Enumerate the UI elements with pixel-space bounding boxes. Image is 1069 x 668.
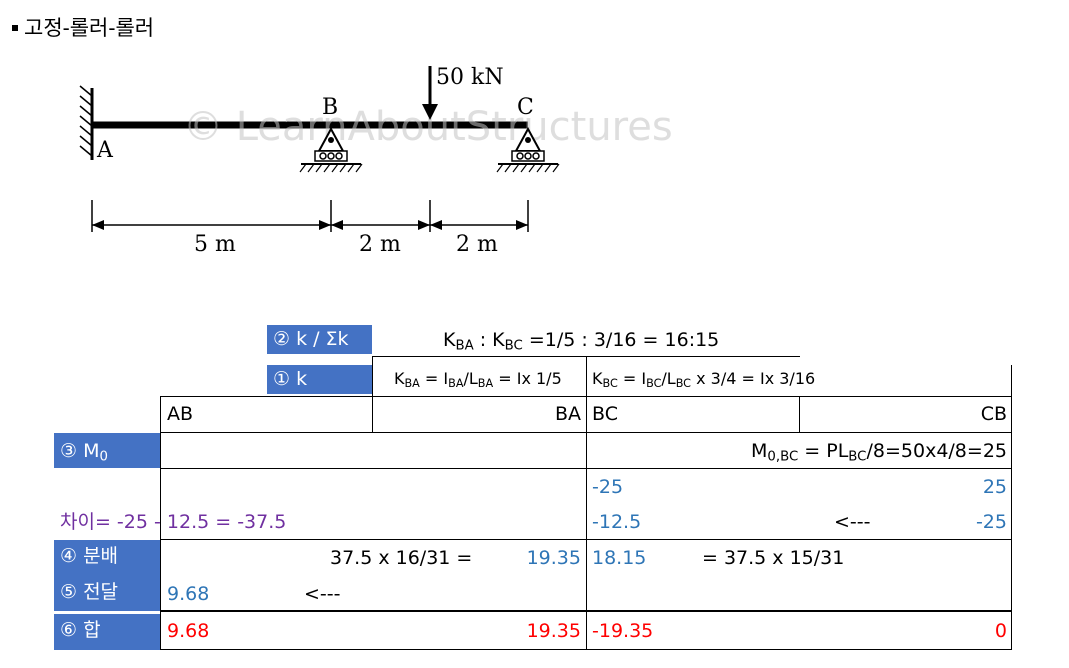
col-header-cb: CB (980, 403, 1007, 425)
k-bc-val: x 3/4 = Ix 3/16 (691, 369, 816, 388)
sum-ab: 9.68 (167, 620, 210, 642)
section-heading: 고정-롤러-롤러 (12, 12, 154, 42)
span-b-load-label: 2 m (359, 232, 401, 257)
m0-formula: M0,BC = PLBC/8=50x4/8=25 (600, 440, 1011, 465)
sum-cb: 0 (994, 620, 1007, 642)
bullet-square-icon (12, 24, 18, 31)
k-ba-symbol: K (443, 329, 456, 351)
fem-bc: -25 (592, 476, 624, 498)
row-label-distribute: ④ 분배 (54, 540, 160, 576)
k-ba-i-sub: BA (448, 376, 464, 390)
grid-line (799, 396, 800, 432)
label-b: B (322, 95, 338, 120)
difference-text: 차이= -25 - 12.5 = -37.5 (60, 511, 287, 533)
k-bc-l-sub: BC (675, 376, 691, 390)
k-bc-formula: KBC = IBC/LBC x 3/4 = Ix 3/16 (588, 369, 819, 390)
grid-line (372, 396, 1012, 397)
m0-formula-val: /8=50x4/8=25 (866, 440, 1007, 462)
load-label: 50 kN (436, 65, 504, 90)
k-ba-l-sub: BA (477, 376, 494, 390)
k-ba-formula: KBA = IBA/LBA = Ix 1/5 (390, 369, 566, 390)
k-ratio-value: KBA : KBC =1/5 : 3/16 = 16:15 (439, 329, 723, 354)
k-bc-k: K (592, 369, 603, 388)
grid-line (160, 649, 1012, 650)
row-label-carry: ⑤ 전달 (54, 576, 160, 611)
m0-formula-sub: 0,BC (767, 449, 799, 465)
grid-line (160, 539, 161, 649)
diff-cb: -25 (975, 511, 1007, 533)
k-bc-i-sub: BC (646, 376, 662, 390)
dimension-line (91, 200, 529, 232)
row-label-m0: ③ M0 (54, 433, 160, 468)
grid-line (160, 396, 372, 397)
diff-arrow: <--- (834, 511, 871, 533)
k-bc-sub: BC (504, 338, 523, 354)
k-ba-sub: BA (455, 338, 474, 354)
dist-bc-formula: = 37.5 x 15/31 (702, 547, 845, 569)
dist-ba-formula: 37.5 x 16/31 = (330, 547, 473, 569)
k-ba-k: K (394, 369, 405, 388)
k-bc-slash: /L (661, 369, 676, 388)
grid-line (586, 356, 587, 649)
carry-arrow: <--- (304, 583, 341, 605)
wall-hatching (79, 85, 93, 157)
section-heading-text: 고정-롤러-롤러 (24, 16, 155, 40)
sum-ba: 19.35 (526, 620, 581, 642)
k-bc-k-sub: BC (602, 376, 618, 390)
label-c: C (517, 95, 534, 120)
k-ba-slash: /L (463, 369, 478, 388)
fem-cb: 25 (982, 476, 1007, 498)
span-ab-label: 5 m (194, 232, 236, 257)
k-colon: : K (473, 329, 505, 351)
m0-formula-m: M (750, 440, 768, 462)
col-header-bc: BC (592, 403, 618, 425)
k-bc-eq: = I (617, 369, 647, 388)
grid-line (160, 396, 161, 468)
roller-support-c (496, 126, 560, 173)
sum-bc: -19.35 (592, 620, 654, 642)
col-header-ba: BA (554, 403, 581, 425)
diff-bc: -12.5 (592, 511, 642, 533)
k-ba-k-sub: BA (404, 376, 420, 390)
beam-diagram: © LearnAboutStructures (79, 65, 673, 257)
grid-line (160, 468, 161, 539)
label-a: A (96, 138, 114, 163)
col-header-ab: AB (167, 403, 194, 425)
span-load-c-label: 2 m (456, 232, 498, 257)
row-label-k-ratio: ② k / Σk (267, 325, 372, 354)
roller-support-b (299, 126, 363, 173)
m0-label-sub: 0 (99, 449, 108, 465)
m0-formula-l-sub: BC (848, 449, 867, 465)
dimension-arrows (92, 220, 528, 230)
m0-label-main: ③ M (60, 440, 100, 462)
k-ba-eq: = I (419, 369, 449, 388)
row-label-k: ① k (267, 365, 372, 394)
load-arrow-icon (422, 66, 438, 120)
dist-bc: 18.15 (592, 547, 647, 569)
m0-formula-eq: = PL (798, 440, 849, 462)
grid-line (1011, 365, 1012, 649)
k-ba-val: = Ix 1/5 (493, 369, 562, 388)
carry-ab: 9.68 (167, 583, 210, 605)
dist-ba: 19.35 (526, 547, 581, 569)
k-ratio-text: =1/5 : 3/16 = 16:15 (522, 329, 720, 351)
grid-line (372, 356, 373, 432)
row-label-sum: ⑥ 합 (54, 614, 160, 650)
